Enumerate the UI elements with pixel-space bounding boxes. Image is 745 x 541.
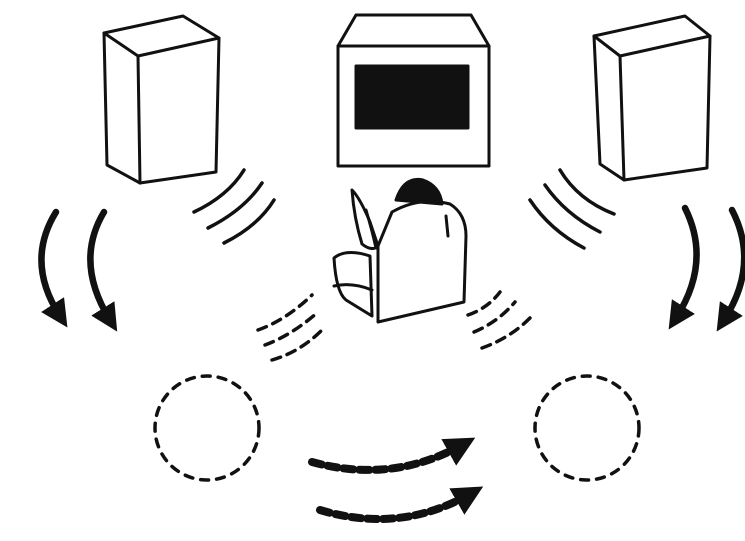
chair-left-dashed-waves [258, 295, 322, 360]
left-speaker [104, 16, 219, 183]
right-speaker [594, 16, 710, 180]
right-speaker-waves [530, 170, 614, 248]
left-virtual-speaker [155, 376, 259, 480]
tv-screen [356, 66, 468, 128]
bottom-dotted-arrows [312, 445, 470, 519]
left-solid-arrows [41, 212, 110, 320]
left-speaker-waves [194, 170, 274, 243]
right-virtual-speaker [535, 376, 639, 480]
listener-chair [334, 179, 466, 322]
center-tv [338, 15, 489, 166]
chair-right-dashed-waves [468, 292, 530, 348]
right-solid-arrows [676, 208, 744, 320]
